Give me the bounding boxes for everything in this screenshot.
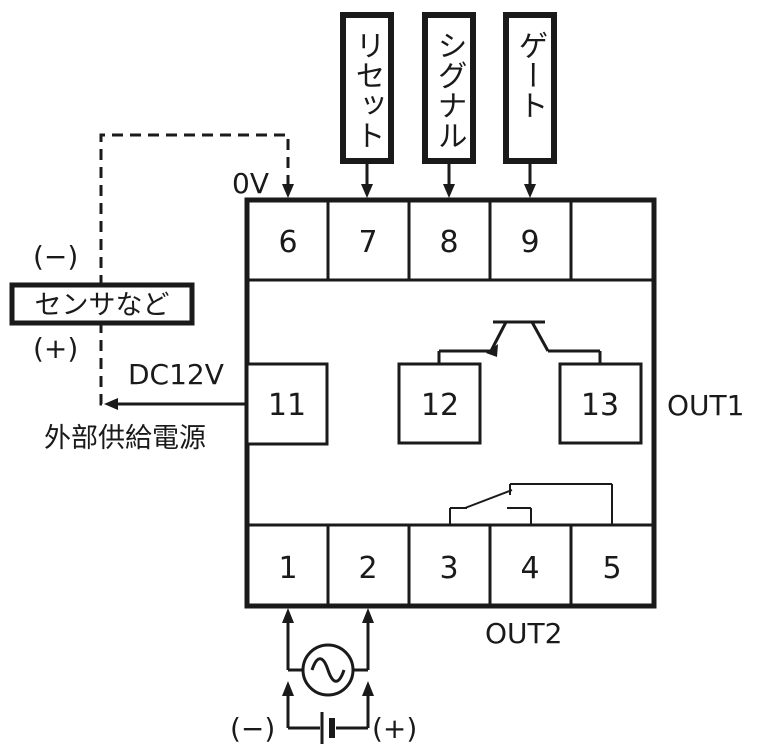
sensor-minus-label: (−) xyxy=(33,240,78,273)
label-external-supply: 外部供給電源 xyxy=(44,423,206,454)
terminal-2: 2 xyxy=(358,551,377,586)
power-supply-wiring xyxy=(282,608,374,744)
terminal-13: 13 xyxy=(581,388,619,423)
sensor-box: センサなど xyxy=(9,282,195,326)
terminal-1: 1 xyxy=(278,551,297,586)
input-label-gate: ゲート xyxy=(513,30,548,120)
input-label-reset: リセット xyxy=(350,30,385,150)
relay-contact-symbol xyxy=(449,483,613,525)
terminal-4: 4 xyxy=(520,551,539,586)
label-out1: OUT1 xyxy=(667,389,744,422)
power-minus-label: (−) xyxy=(230,712,275,745)
terminal-13-box: 13 xyxy=(558,362,643,445)
input-box-gate: ゲート xyxy=(503,12,557,164)
battery-icon xyxy=(320,712,335,744)
input-arrows xyxy=(361,161,536,198)
terminal-9: 9 xyxy=(520,225,539,260)
sensor-label: センサなど xyxy=(35,290,170,321)
terminal-11-box: 11 xyxy=(245,362,329,446)
top-terminal-row: 6 7 8 9 xyxy=(247,200,654,282)
terminal-7: 7 xyxy=(358,225,377,260)
input-label-signal: シグナル xyxy=(432,30,467,150)
power-plus-label: (+) xyxy=(372,712,417,745)
terminal-8: 8 xyxy=(439,225,458,260)
terminal-5: 5 xyxy=(602,551,621,586)
label-out2: OUT2 xyxy=(485,617,562,650)
terminal-12: 12 xyxy=(421,388,459,423)
bottom-terminal-row: 1 2 3 4 5 xyxy=(247,523,654,606)
input-box-reset: リセット xyxy=(340,12,394,164)
transistor-symbol xyxy=(437,320,602,364)
input-box-signal: シグナル xyxy=(422,12,476,164)
sensor-wiring xyxy=(99,133,294,410)
terminal-3: 3 xyxy=(439,551,458,586)
label-dc12v: DC12V xyxy=(128,358,224,391)
terminal-12-box: 12 xyxy=(397,362,482,445)
terminal-6: 6 xyxy=(278,225,297,260)
ac-source-icon xyxy=(301,643,355,697)
terminal-11: 11 xyxy=(268,388,306,423)
sensor-plus-label: (+) xyxy=(33,332,78,365)
label-0v: 0V xyxy=(232,167,269,200)
